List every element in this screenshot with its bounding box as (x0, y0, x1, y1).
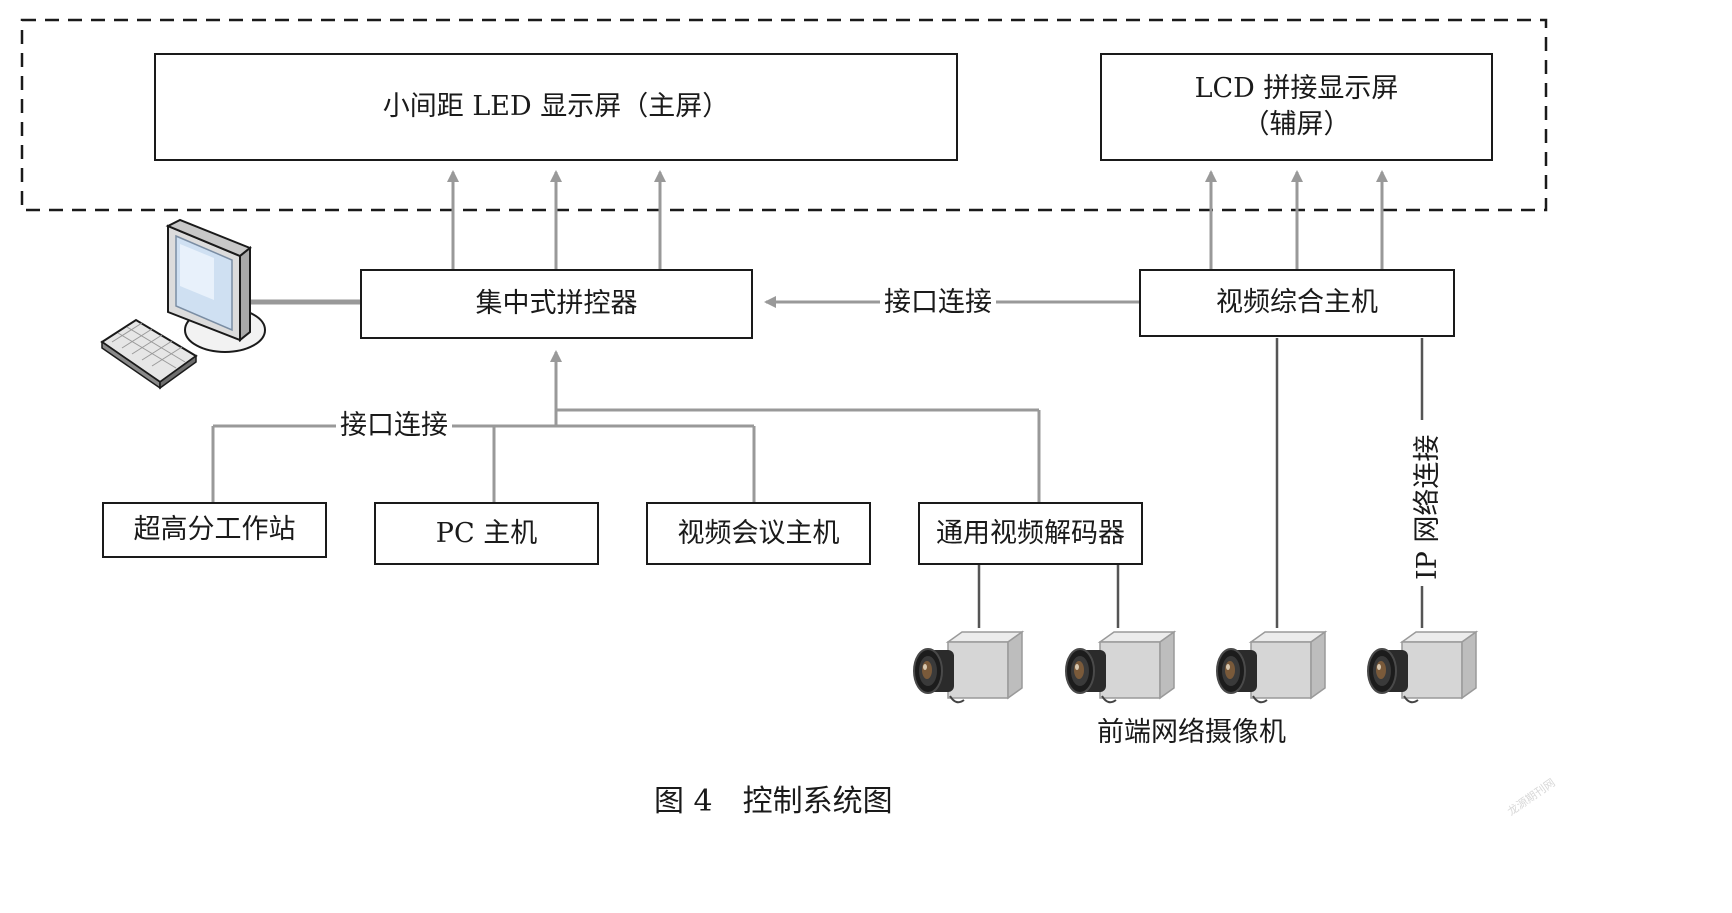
source-label-pc: PC 主机 (435, 517, 538, 549)
source-label-workstation: 超高分工作站 (133, 514, 296, 545)
source-box-decoder: 通用视频解码器 (918, 502, 1143, 565)
source-label-decoder: 通用视频解码器 (936, 517, 1125, 549)
video-host-to-camera-lines (1275, 338, 1424, 628)
controller-label: 集中式拼控器 (475, 288, 638, 319)
network-camera-icon (1367, 631, 1477, 704)
video-host-box: 视频综合主机 (1139, 269, 1455, 337)
figure-caption: 图 4 控制系统图 (654, 784, 893, 819)
main-led-screen-label: 小间距 LED 显示屏（主屏） (382, 91, 730, 122)
ip-network-link-label: IP 网络连接 (1405, 430, 1444, 584)
video-host-to-aux-screen-arrows (1205, 170, 1388, 270)
interface-link-label-upper: 接口连接 (880, 286, 996, 320)
computer-workstation-icon (100, 218, 266, 390)
source-box-pc: PC 主机 (374, 502, 599, 565)
sources-bus (211, 350, 1041, 502)
network-camera-icon (1216, 631, 1326, 704)
main-led-screen-box: 小间距 LED 显示屏（主屏） (154, 53, 958, 161)
interface-link-label-lower: 接口连接 (336, 409, 452, 443)
source-box-video-conference: 视频会议主机 (646, 502, 871, 565)
aux-lcd-screen-box: LCD 拼接显示屏 （辅屏） (1100, 53, 1493, 161)
aux-lcd-screen-label-line2: （辅屏） (1242, 109, 1351, 140)
network-camera-icon (913, 631, 1023, 704)
decoder-to-camera-lines (977, 565, 1120, 628)
diagram-lines (20, 18, 1548, 704)
display-group-border (20, 18, 1548, 212)
controller-box: 集中式拼控器 (360, 269, 753, 339)
aux-lcd-screen-label-line1: LCD 拼接显示屏 (1194, 73, 1399, 104)
control-system-diagram: 小间距 LED 显示屏（主屏） LCD 拼接显示屏 （辅屏） 集中式拼控器 视频… (20, 18, 1558, 819)
source-box-workstation: 超高分工作站 (102, 502, 327, 558)
camera-group-label: 前端网络摄像机 (1097, 716, 1286, 750)
controller-to-main-screen-arrows (447, 170, 666, 270)
network-camera-icon (1065, 631, 1175, 704)
source-label-video-conference: 视频会议主机 (677, 517, 840, 549)
video-host-label: 视频综合主机 (1216, 287, 1378, 318)
